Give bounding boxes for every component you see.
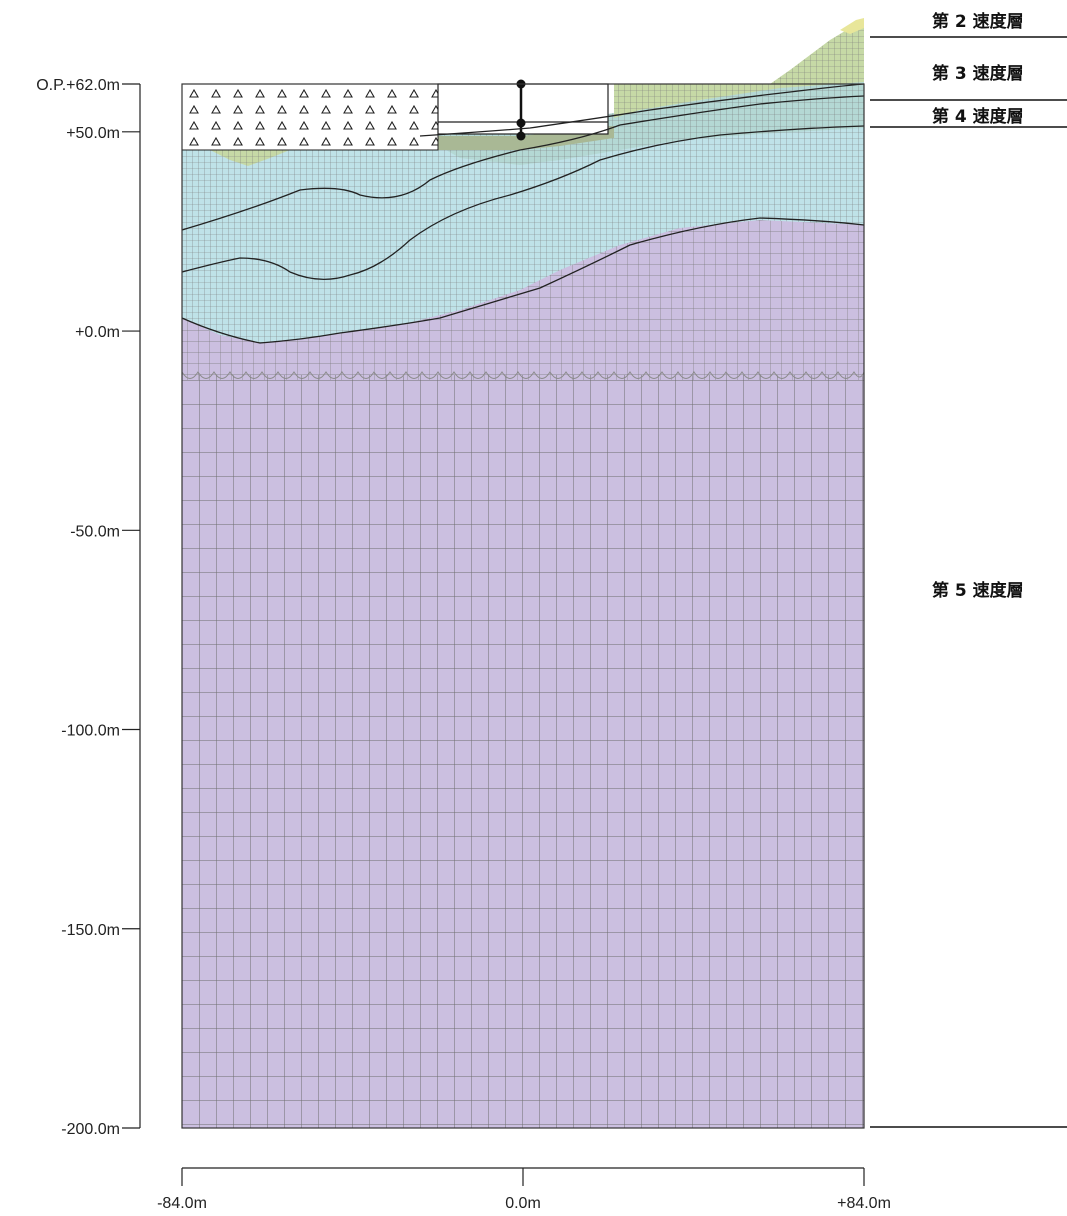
layer-2-label: 第 2 速度層: [932, 11, 1024, 32]
model-outline: [181, 83, 865, 1129]
fill-material-region: [181, 83, 439, 151]
x-tick-label: 0.0m: [505, 1195, 541, 1212]
layer-labels: 第 2 速度層 第 3 速度層 第 4 速度層 第 5 速度層: [870, 11, 1067, 1128]
layer-4-label: 第 4 速度層: [932, 106, 1024, 127]
y-tick-label: -150.0m: [61, 922, 120, 939]
structure-node-mid: [516, 118, 526, 128]
y-tick-label: -100.0m: [61, 723, 120, 740]
y-tick-label: O.P.+62.0m: [36, 77, 120, 94]
structure: [437, 79, 609, 141]
x-axis: -84.0m 0.0m +84.0m: [157, 1167, 891, 1212]
layer-boundaries: [181, 83, 865, 344]
y-tick-label: -200.0m: [61, 1121, 120, 1138]
x-tick-label: +84.0m: [837, 1195, 891, 1212]
layer-5-region: [181, 210, 865, 1128]
layer-3-label: 第 3 速度層: [932, 63, 1024, 84]
y-tick-label: -50.0m: [70, 523, 120, 540]
layer-5-label: 第 5 速度層: [932, 580, 1024, 601]
y-tick-label: +0.0m: [75, 324, 120, 341]
layer-4-region: [182, 95, 864, 343]
y-axis: O.P.+62.0m +50.0m +0.0m -50.0m -100.0m -150.0…: [36, 77, 141, 1138]
structure-node-bottom: [516, 131, 526, 141]
x-tick-label: -84.0m: [157, 1195, 207, 1212]
y-tick-label: +50.0m: [66, 125, 120, 142]
